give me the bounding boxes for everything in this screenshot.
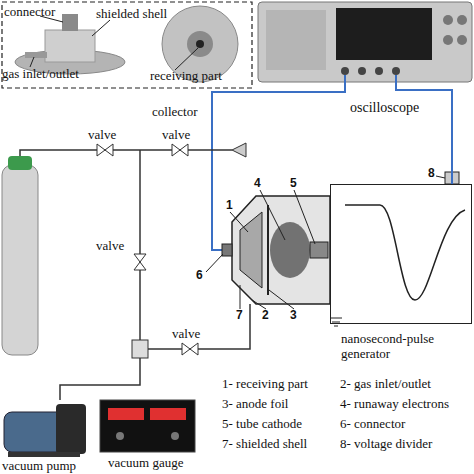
voltage-divider bbox=[445, 172, 459, 184]
tube-cathode bbox=[310, 242, 328, 258]
part-label: connector bbox=[4, 4, 55, 19]
knob bbox=[443, 15, 453, 25]
photo-body bbox=[45, 30, 95, 62]
callout-number: 2 bbox=[262, 308, 269, 323]
gas-cylinder bbox=[2, 165, 38, 355]
gauge-display bbox=[108, 408, 144, 420]
gauge-display bbox=[150, 408, 186, 420]
part-label: valve bbox=[88, 127, 116, 142]
leader-line bbox=[294, 190, 315, 244]
device-box: oscilloscope bbox=[258, 2, 472, 82]
oscilloscope-screen bbox=[336, 8, 432, 60]
key-entry: 2- gas inlet/outlet bbox=[340, 376, 431, 391]
gas-pipe bbox=[60, 358, 140, 400]
pipe-junction bbox=[132, 340, 148, 358]
channel-port bbox=[341, 67, 349, 75]
photo-disk-inner bbox=[187, 31, 213, 57]
key-entry: 6- connector bbox=[340, 416, 405, 431]
key-entry: 1- receiving part bbox=[222, 376, 308, 391]
valve-symbol bbox=[182, 343, 198, 355]
part-label: collector bbox=[152, 104, 197, 119]
receiving-part bbox=[240, 212, 262, 288]
gauge-knob bbox=[171, 432, 179, 440]
cylinder-cap bbox=[8, 156, 32, 170]
channel-port bbox=[358, 67, 366, 75]
gas-pipe bbox=[20, 150, 232, 156]
leader-line bbox=[92, 20, 110, 36]
inset-frame bbox=[2, 2, 252, 88]
key-entry: 5- tube cathode bbox=[222, 416, 302, 431]
signal-cable bbox=[395, 75, 397, 82]
callout-number: 1 bbox=[226, 198, 233, 213]
signal-cable bbox=[396, 82, 452, 184]
key-entry: 8- voltage divider bbox=[340, 436, 432, 451]
leader-line bbox=[436, 176, 445, 178]
device-box: vacuum pump bbox=[0, 398, 90, 456]
oscilloscope-panel bbox=[266, 10, 326, 70]
pulse-waveform bbox=[345, 205, 465, 300]
channel-port bbox=[375, 67, 383, 75]
oscilloscope-body bbox=[258, 2, 472, 82]
leader-line bbox=[252, 300, 266, 309]
leader-line bbox=[260, 190, 285, 240]
knob bbox=[457, 35, 467, 45]
collector-symbol bbox=[232, 143, 246, 157]
part-label: valve bbox=[96, 238, 124, 253]
key-entry: 7- shielded shell bbox=[222, 436, 307, 451]
leader-line bbox=[30, 57, 34, 67]
callout-number: 7 bbox=[236, 308, 243, 323]
shielded-shell bbox=[232, 196, 330, 304]
callout-number: 8 bbox=[428, 166, 435, 181]
part-label: shielded shell bbox=[96, 6, 167, 21]
ground-symbol bbox=[330, 318, 342, 326]
part-label: valve bbox=[162, 127, 190, 142]
device-label: vacuum pump bbox=[2, 458, 76, 473]
valve-symbol bbox=[172, 144, 188, 156]
leader-line bbox=[206, 254, 223, 272]
gauge-body bbox=[100, 400, 195, 452]
gauge-knob bbox=[116, 432, 124, 440]
callout-number: 4 bbox=[254, 176, 261, 191]
device-box: vacuum gauge bbox=[100, 400, 195, 452]
valve-symbol bbox=[97, 144, 113, 156]
device-label: vacuum gauge bbox=[108, 455, 183, 470]
anode-foil bbox=[267, 205, 269, 295]
photo-disk-hole bbox=[196, 40, 204, 48]
knob bbox=[457, 15, 467, 25]
valve-symbol bbox=[134, 254, 146, 270]
pump-head bbox=[56, 404, 86, 454]
photo-inlet bbox=[25, 52, 47, 58]
knob bbox=[443, 35, 453, 45]
device-box: nanosecond-pulse generator bbox=[330, 184, 472, 324]
callout-number: 5 bbox=[290, 176, 297, 191]
leader-line bbox=[175, 48, 198, 70]
photo-connector bbox=[62, 14, 78, 31]
channel-port bbox=[392, 67, 400, 75]
leader-line bbox=[240, 285, 241, 309]
gas-pipe bbox=[139, 150, 141, 340]
callout-number: 3 bbox=[290, 308, 297, 323]
part-label: gas inlet/outlet bbox=[2, 66, 79, 81]
key-entry: 3- anode foil bbox=[222, 396, 288, 411]
callout-number: 6 bbox=[196, 268, 203, 283]
pump-foot bbox=[8, 452, 80, 457]
device-label: oscilloscope bbox=[350, 100, 419, 115]
leader-line bbox=[269, 290, 294, 309]
key-entry: 4- runaway electrons bbox=[340, 396, 449, 411]
electron-beam bbox=[270, 222, 310, 278]
leader-line bbox=[230, 212, 248, 232]
part-label: receiving part bbox=[150, 68, 222, 83]
part-label: valve bbox=[172, 326, 200, 341]
device-label: nanosecond-pulse generator bbox=[341, 331, 471, 361]
connector-part bbox=[222, 244, 232, 256]
gas-pipe bbox=[148, 304, 250, 349]
